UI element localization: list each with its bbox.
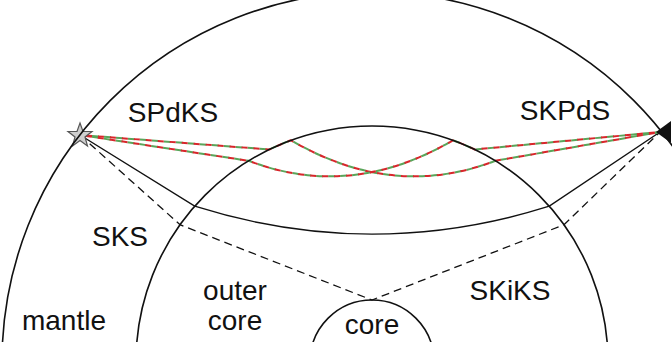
inner-core-region: core xyxy=(310,300,434,342)
skpds-ray-green xyxy=(80,132,660,176)
region-label: outer core xyxy=(199,276,271,336)
sks-ray xyxy=(80,132,660,234)
phase-label: SKPdS xyxy=(520,96,610,126)
phase-label: SPdKS xyxy=(128,98,218,128)
region-label: mantle xyxy=(22,306,106,336)
outer-core-region: outer core core xyxy=(136,126,608,342)
spdks-ray-red xyxy=(80,132,660,176)
boundary-circle xyxy=(310,300,434,342)
phase-label: SKS xyxy=(92,222,148,252)
boundary-circle xyxy=(136,126,608,342)
skiks-ray xyxy=(80,132,660,300)
region-label: core xyxy=(345,310,399,340)
spdks-ray-green xyxy=(80,132,660,176)
skpds-ray-red xyxy=(80,132,660,176)
phase-label: SKiKS xyxy=(470,276,551,306)
